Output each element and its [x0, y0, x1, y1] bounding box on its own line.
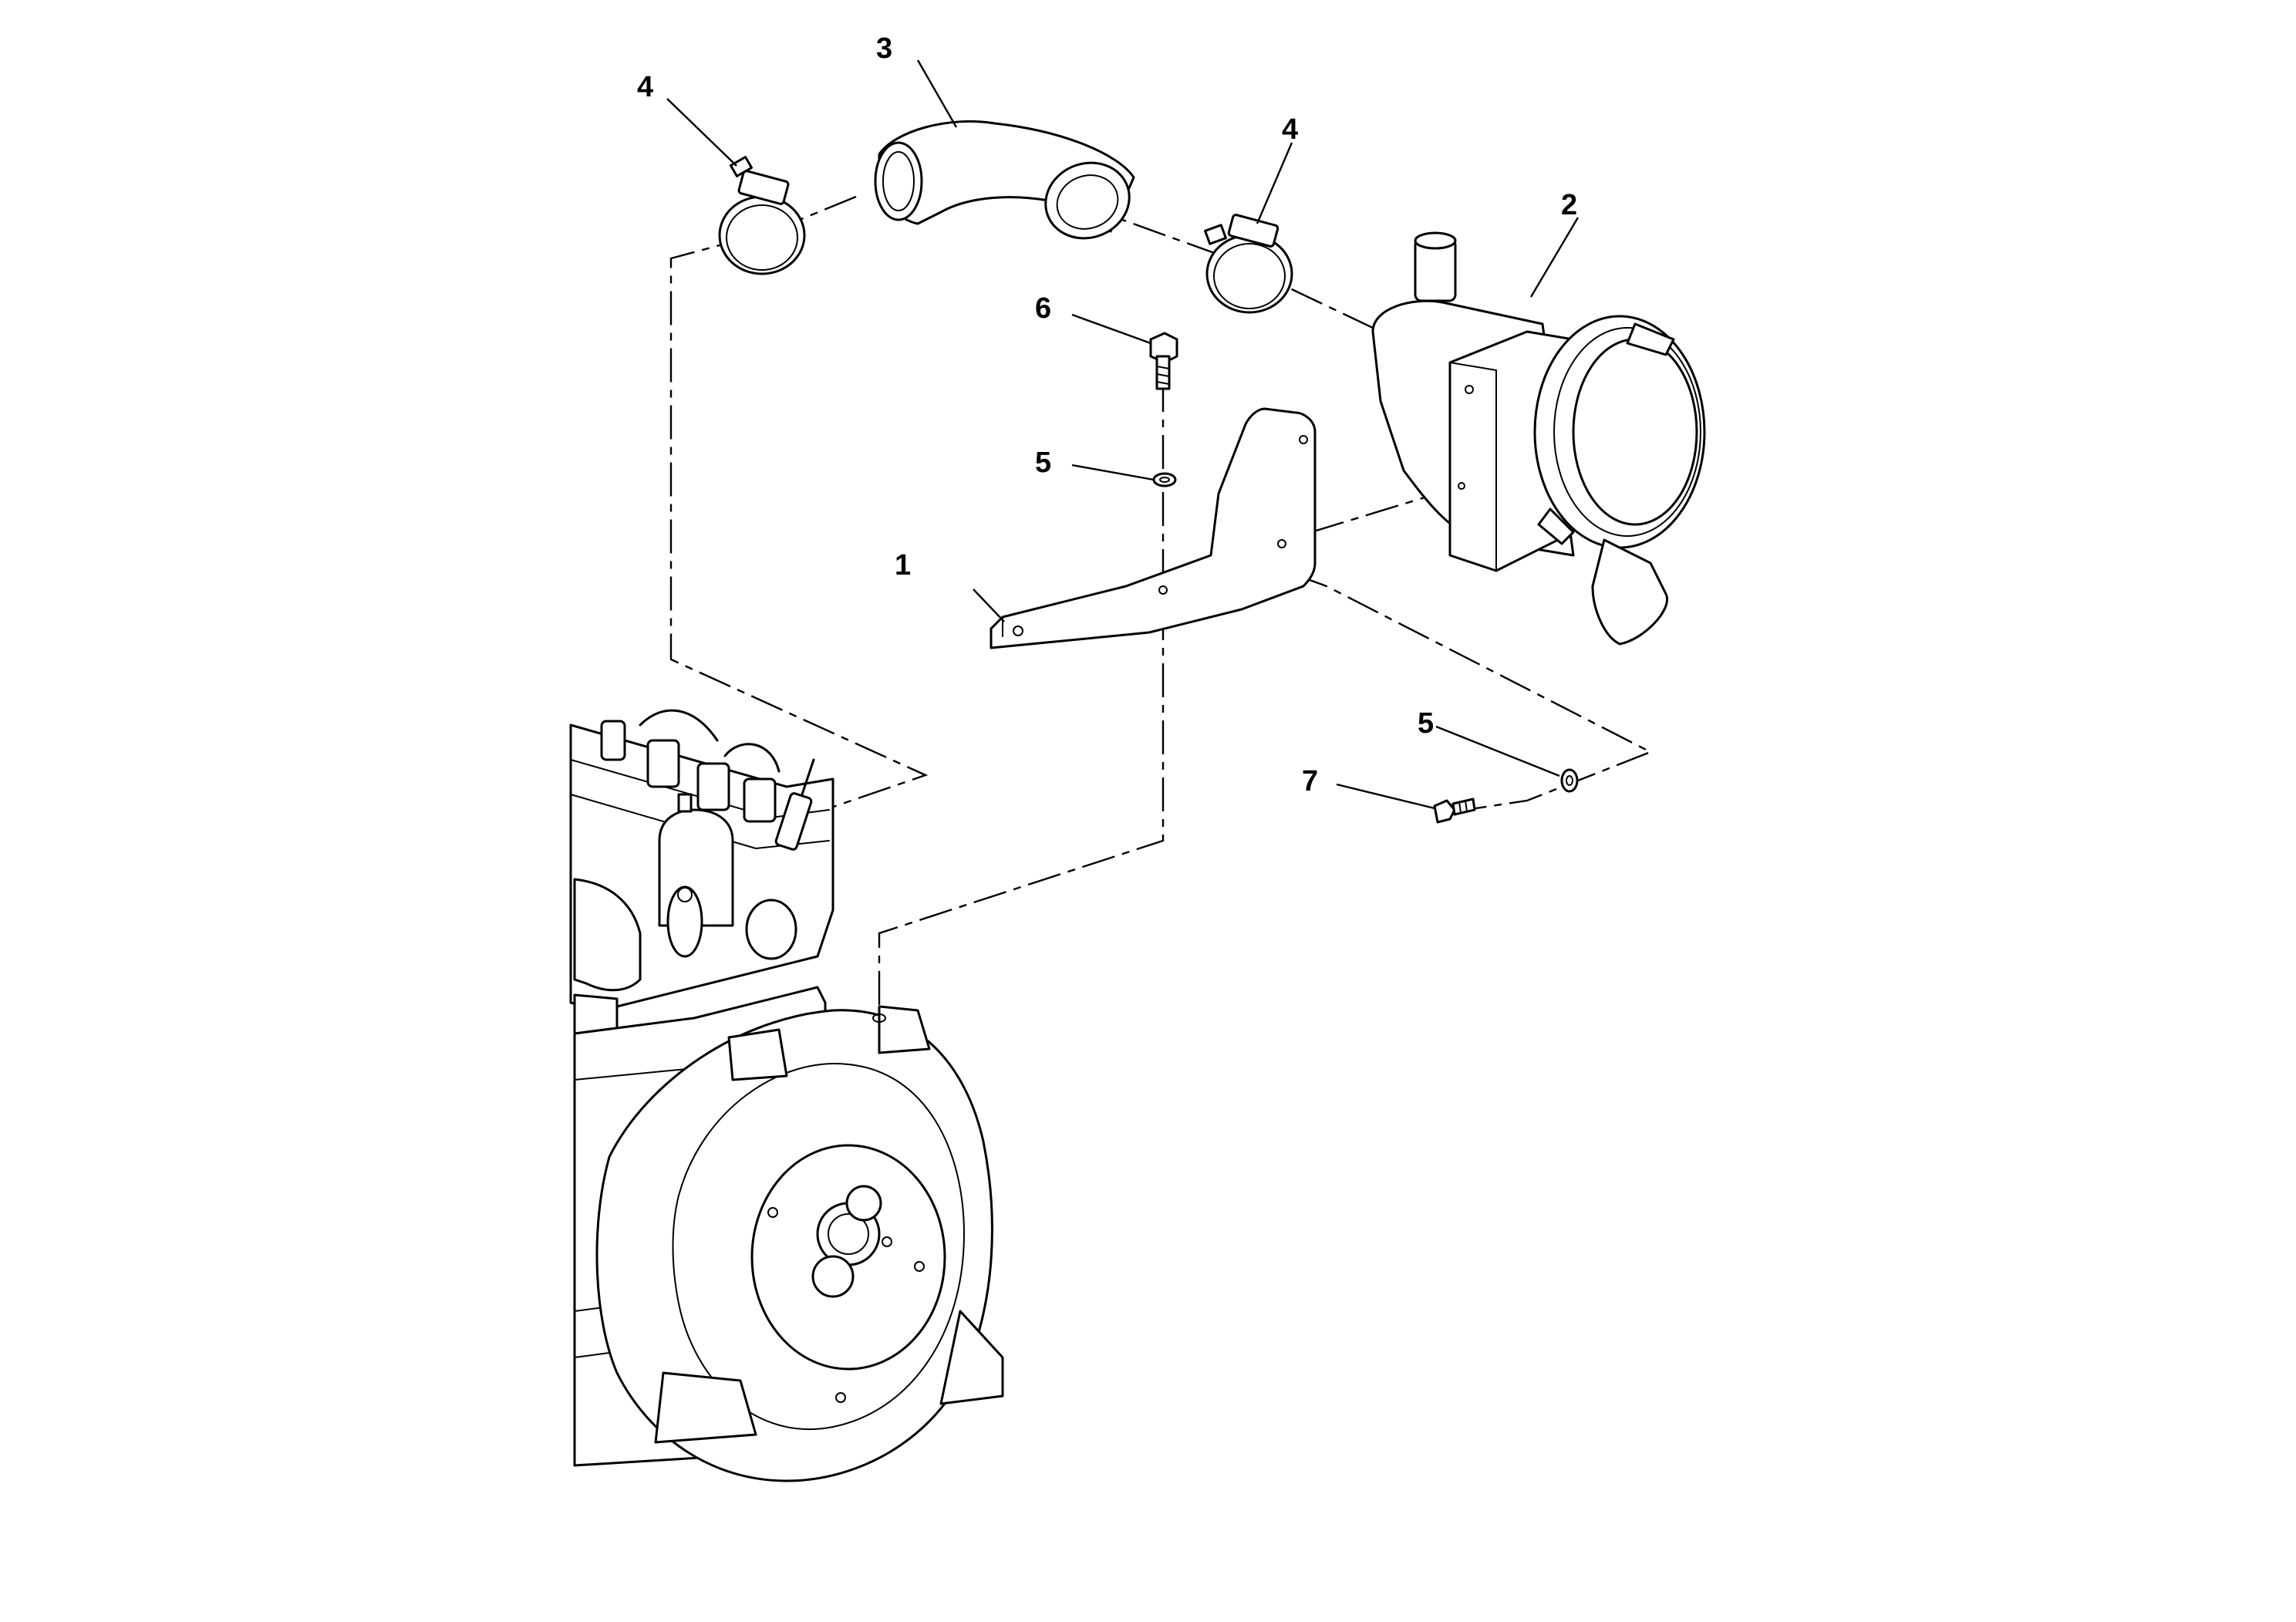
callout-bolt: 6: [1035, 292, 1051, 325]
washer-side: [1560, 768, 1579, 793]
callout-washer-top: 5: [1035, 447, 1051, 479]
callout-screw: 7: [1302, 765, 1318, 798]
callout-clamp-left: 4: [637, 71, 653, 103]
callout-labels: 1 2 3 4 4 6 5 5 7: [637, 32, 1577, 798]
callout-hose: 3: [876, 32, 892, 65]
callout-air-filter: 2: [1561, 189, 1577, 221]
engine: [569, 709, 1004, 1482]
callout-clamp-right: 4: [1282, 113, 1298, 146]
mounting-bracket: [990, 407, 1317, 649]
hose: [874, 120, 1135, 240]
hose-clamp-right: [1204, 214, 1293, 314]
callout-bracket: 1: [895, 549, 911, 582]
washer-top: [1152, 472, 1177, 487]
hose-clamp-left: [718, 156, 806, 275]
air-filter: [1371, 231, 1706, 646]
callout-washer-side: 5: [1418, 707, 1434, 740]
screw: [1433, 798, 1476, 824]
bolt: [1149, 332, 1178, 390]
leader-lines: [666, 59, 1580, 810]
